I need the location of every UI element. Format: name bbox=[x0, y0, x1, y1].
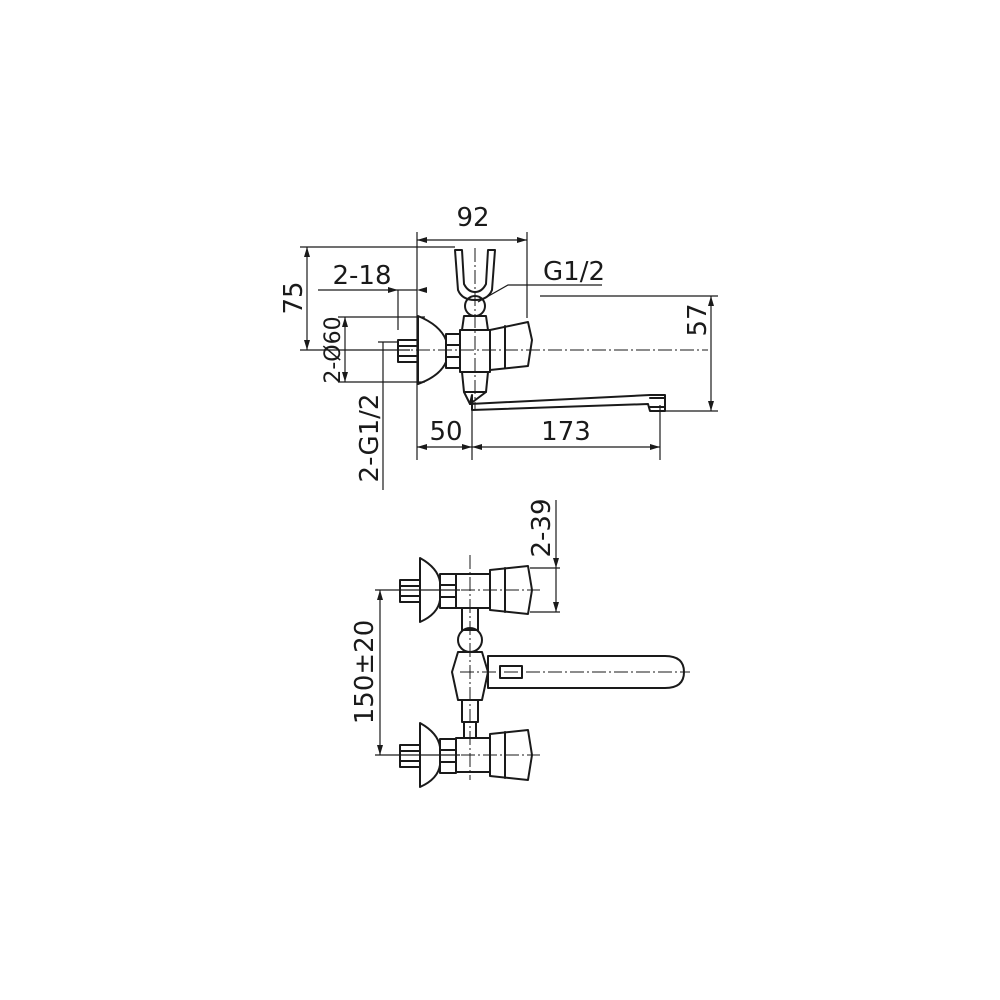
dim-173-label: 173 bbox=[541, 417, 591, 447]
arrow bbox=[304, 247, 310, 257]
arrow bbox=[417, 444, 427, 450]
front-view: 150±20 2-39 bbox=[350, 498, 690, 788]
dim-75-label: 75 bbox=[279, 281, 309, 314]
arrow bbox=[388, 287, 398, 293]
arrow bbox=[472, 444, 482, 450]
dim-50-label: 50 bbox=[429, 417, 462, 447]
arrow bbox=[342, 372, 348, 382]
inlet-nut bbox=[397, 339, 419, 363]
central-body bbox=[451, 651, 489, 701]
dim-150-label: 150±20 bbox=[350, 620, 380, 725]
upper-connector bbox=[461, 607, 479, 631]
lower-inlet-nut bbox=[399, 744, 421, 768]
leader-g12 bbox=[477, 284, 602, 303]
upper-inlet-nut bbox=[399, 579, 421, 603]
lower-handle bbox=[489, 729, 533, 781]
spout-diverter-knob bbox=[499, 665, 523, 679]
dim-2-g12-label: 2-G1/2 bbox=[355, 394, 385, 483]
dim-2-d60-label: 2-Ø60 bbox=[321, 316, 346, 383]
spout-front bbox=[487, 655, 685, 689]
lower-hex-nut bbox=[439, 738, 457, 774]
dim-57-label: 57 bbox=[683, 303, 713, 336]
dim-2-39-label: 2-39 bbox=[527, 498, 557, 557]
upper-handle bbox=[489, 565, 533, 615]
spout bbox=[469, 394, 666, 412]
handle-side bbox=[489, 321, 533, 371]
arrow bbox=[462, 444, 472, 450]
dim-92-label: 92 bbox=[456, 203, 489, 233]
side-view: 92 75 2-18 2-Ø60 2-G1/2 57 50 173 bbox=[279, 203, 718, 490]
arrow bbox=[708, 401, 714, 411]
arrow bbox=[553, 602, 559, 612]
dim-g12-label: G1/2 bbox=[543, 257, 605, 287]
arrow bbox=[377, 745, 383, 755]
upper-valve-body bbox=[455, 573, 491, 609]
arrow bbox=[417, 237, 427, 243]
shower-holder-neck bbox=[461, 315, 489, 331]
arrow bbox=[553, 558, 559, 568]
upper-hex-nut bbox=[439, 573, 457, 609]
arrow bbox=[304, 340, 310, 350]
arrow bbox=[342, 317, 348, 327]
arrow bbox=[377, 590, 383, 600]
arrow bbox=[517, 237, 527, 243]
arrow bbox=[417, 287, 427, 293]
arrow bbox=[708, 296, 714, 306]
dim-2-18-label: 2-18 bbox=[332, 261, 391, 291]
hex-nut bbox=[445, 333, 461, 369]
arrow bbox=[650, 444, 660, 450]
